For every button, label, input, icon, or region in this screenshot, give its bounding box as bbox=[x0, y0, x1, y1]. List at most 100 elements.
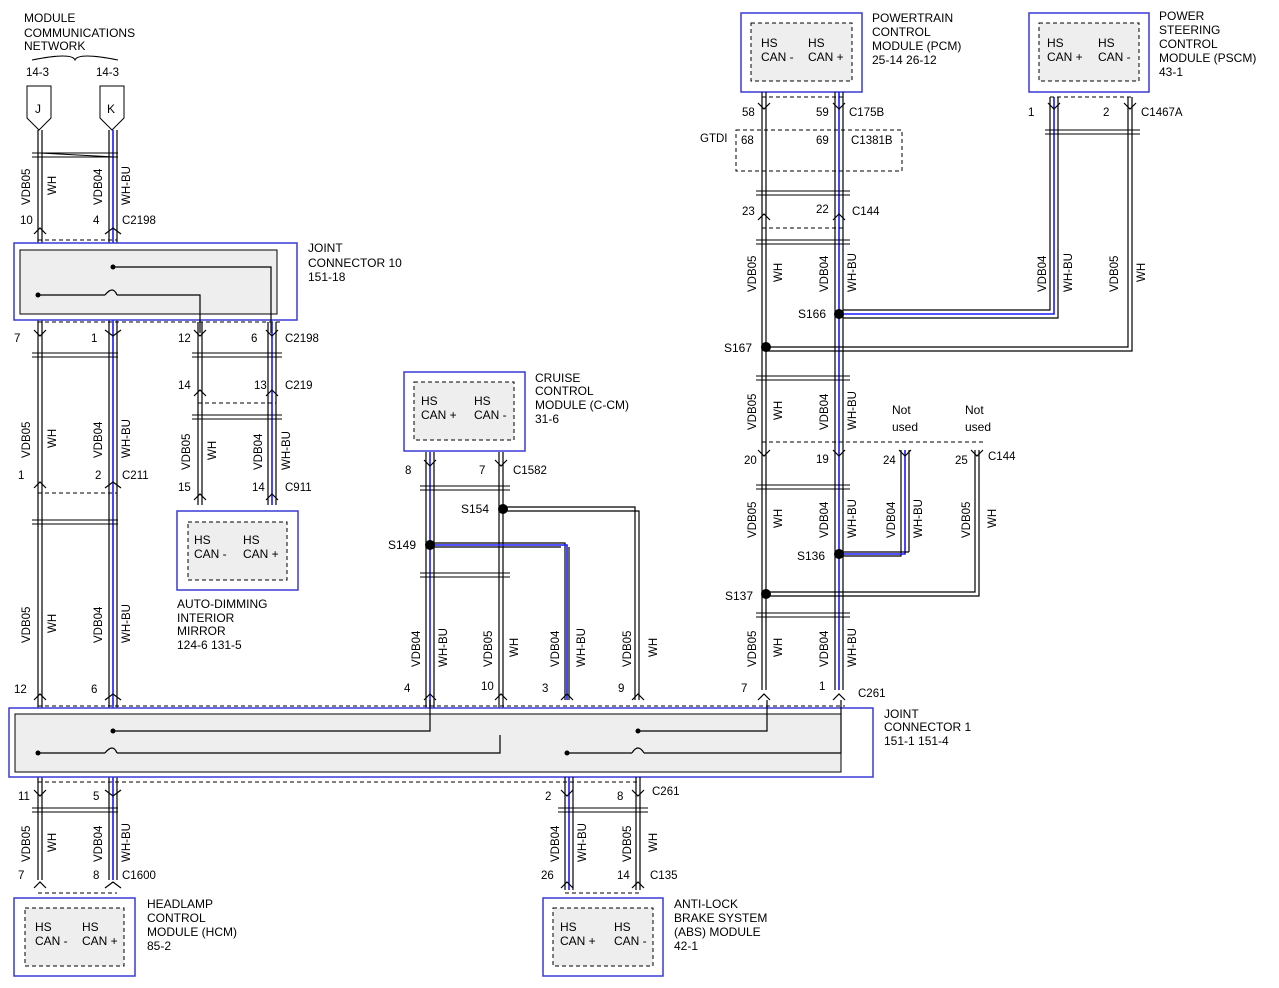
svg-text:VDB04: VDB04 bbox=[93, 606, 105, 643]
svg-text:4: 4 bbox=[93, 215, 100, 227]
svg-text:Not: Not bbox=[965, 403, 984, 417]
svg-text:VDB04: VDB04 bbox=[411, 630, 423, 667]
svg-text:HS: HS bbox=[614, 920, 631, 934]
svg-text:CAN +: CAN + bbox=[421, 408, 457, 422]
svg-text:WH: WH bbox=[47, 614, 59, 633]
svg-text:VDB05: VDB05 bbox=[21, 169, 33, 205]
abs-wires: 2 8 C261 26 14 C135 VDB04 WH-BU VDB05 WH bbox=[541, 777, 680, 894]
svg-text:WH-BU: WH-BU bbox=[121, 604, 133, 643]
svg-text:S149: S149 bbox=[388, 538, 416, 552]
svg-text:58: 58 bbox=[742, 107, 755, 119]
svg-text:INTERIOR: INTERIOR bbox=[177, 611, 235, 625]
svg-text:MODULE (PSCM): MODULE (PSCM) bbox=[1159, 51, 1256, 65]
svg-text:14: 14 bbox=[178, 380, 191, 392]
svg-text:10: 10 bbox=[20, 215, 33, 227]
svg-text:5: 5 bbox=[93, 791, 99, 803]
svg-text:HS: HS bbox=[194, 533, 211, 547]
svg-text:CAN +: CAN + bbox=[82, 934, 118, 948]
svg-text:ANTI-LOCK: ANTI-LOCK bbox=[674, 897, 738, 911]
svg-text:151-1 151-4: 151-1 151-4 bbox=[884, 734, 949, 748]
svg-text:VDB05: VDB05 bbox=[483, 631, 495, 667]
svg-text:3: 3 bbox=[542, 683, 548, 695]
svg-text:WH-BU: WH-BU bbox=[847, 628, 859, 667]
svg-text:CONTROL: CONTROL bbox=[1159, 37, 1218, 51]
svg-text:WH: WH bbox=[773, 263, 785, 282]
svg-text:S167: S167 bbox=[724, 341, 752, 355]
svg-text:HS: HS bbox=[243, 533, 260, 547]
svg-text:(ABS) MODULE: (ABS) MODULE bbox=[674, 925, 761, 939]
svg-text:POWERTRAIN: POWERTRAIN bbox=[872, 11, 953, 25]
svg-text:S154: S154 bbox=[461, 502, 489, 516]
svg-text:8: 8 bbox=[405, 465, 411, 477]
svg-text:used: used bbox=[965, 420, 991, 434]
svg-text:VDB05: VDB05 bbox=[181, 434, 193, 470]
svg-text:HS: HS bbox=[1098, 36, 1115, 50]
abs-module: HS CAN + HS CAN - ANTI-LOCK BRAKE SYSTEM… bbox=[542, 897, 767, 977]
svg-text:CAN -: CAN - bbox=[761, 50, 794, 64]
svg-text:VDB05: VDB05 bbox=[622, 826, 634, 862]
svg-text:BRAKE SYSTEM: BRAKE SYSTEM bbox=[674, 911, 767, 925]
svg-text:7: 7 bbox=[741, 683, 747, 695]
svg-text:S136: S136 bbox=[797, 549, 825, 563]
svg-text:CAN +: CAN + bbox=[560, 934, 596, 948]
svg-text:VDB04: VDB04 bbox=[550, 825, 562, 862]
svg-text:NETWORK: NETWORK bbox=[24, 39, 85, 53]
svg-text:CONNECTOR 1: CONNECTOR 1 bbox=[884, 720, 971, 734]
svg-text:WH-BU: WH-BU bbox=[121, 166, 133, 205]
svg-text:VDB04: VDB04 bbox=[819, 501, 831, 538]
svg-text:7: 7 bbox=[18, 870, 24, 882]
svg-text:WH: WH bbox=[773, 401, 785, 420]
svg-text:VDB04: VDB04 bbox=[550, 630, 562, 667]
connector-markers bbox=[33, 102, 1137, 889]
svg-text:C2198: C2198 bbox=[122, 215, 156, 227]
svg-text:6: 6 bbox=[251, 333, 257, 345]
svg-text:HS: HS bbox=[82, 920, 99, 934]
svg-text:20: 20 bbox=[744, 455, 757, 467]
svg-text:VDB04: VDB04 bbox=[819, 393, 831, 430]
left-wire-labels: VDB05 WH VDB04 WH-BU VDB05 WH VDB04 WH-B… bbox=[21, 166, 133, 862]
joint-connector-10: JOINT CONNECTOR 10 151-18 bbox=[13, 241, 402, 333]
svg-text:CAN -: CAN - bbox=[35, 934, 68, 948]
svg-text:POWER: POWER bbox=[1159, 9, 1205, 23]
svg-text:GTDI: GTDI bbox=[700, 133, 727, 145]
flag-j: J bbox=[26, 85, 52, 131]
svg-text:K: K bbox=[107, 102, 115, 116]
pscm-module: HS CAN + HS CAN - POWER STEERING CONTROL… bbox=[1028, 9, 1256, 93]
svg-text:C2198: C2198 bbox=[285, 333, 319, 345]
svg-text:C1600: C1600 bbox=[122, 870, 156, 882]
svg-text:85-2: 85-2 bbox=[147, 939, 171, 953]
svg-text:CAN -: CAN - bbox=[474, 408, 507, 422]
svg-text:42-1: 42-1 bbox=[674, 939, 698, 953]
svg-text:43-1: 43-1 bbox=[1159, 65, 1183, 79]
svg-text:S166: S166 bbox=[798, 307, 826, 321]
svg-text:VDB05: VDB05 bbox=[747, 502, 759, 538]
svg-text:JOINT: JOINT bbox=[884, 707, 919, 721]
svg-text:VDB04: VDB04 bbox=[93, 421, 105, 458]
ccm-wires: S154 S149 8 7 C1582 4 10 3 9 VDB04 WH-BU… bbox=[388, 452, 660, 755]
svg-text:C261: C261 bbox=[858, 688, 886, 700]
svg-text:CAN +: CAN + bbox=[243, 547, 279, 561]
svg-text:VDB05: VDB05 bbox=[747, 394, 759, 430]
svg-text:VDB05: VDB05 bbox=[747, 256, 759, 292]
svg-text:C144: C144 bbox=[988, 451, 1016, 463]
svg-text:MODULE (C-CM): MODULE (C-CM) bbox=[535, 398, 629, 412]
svg-text:31-6: 31-6 bbox=[535, 412, 559, 426]
svg-text:19: 19 bbox=[816, 454, 829, 466]
svg-text:9: 9 bbox=[618, 683, 624, 695]
svg-text:WH-BU: WH-BU bbox=[913, 499, 925, 538]
svg-text:S137: S137 bbox=[725, 589, 753, 603]
left-pin-labels: 10 4 C2198 7 1 1 2 C211 12 6 11 5 7 8 C1… bbox=[14, 215, 280, 894]
svg-text:WH: WH bbox=[509, 638, 521, 657]
svg-text:WH: WH bbox=[207, 441, 219, 460]
svg-text:8: 8 bbox=[93, 870, 99, 882]
svg-text:4: 4 bbox=[404, 683, 411, 695]
svg-text:14-3: 14-3 bbox=[96, 67, 119, 79]
svg-text:WH-BU: WH-BU bbox=[438, 628, 450, 667]
svg-text:WH: WH bbox=[47, 429, 59, 448]
svg-text:VDB05: VDB05 bbox=[622, 631, 634, 667]
svg-text:WH: WH bbox=[648, 638, 660, 657]
svg-text:COMMUNICATIONS: COMMUNICATIONS bbox=[24, 26, 135, 40]
pcm-wires: 58 59 C175B GTDI 68 69 C1381B 23 22 C144… bbox=[700, 92, 985, 695]
svg-text:HS: HS bbox=[35, 920, 52, 934]
svg-text:WH-BU: WH-BU bbox=[121, 419, 133, 458]
